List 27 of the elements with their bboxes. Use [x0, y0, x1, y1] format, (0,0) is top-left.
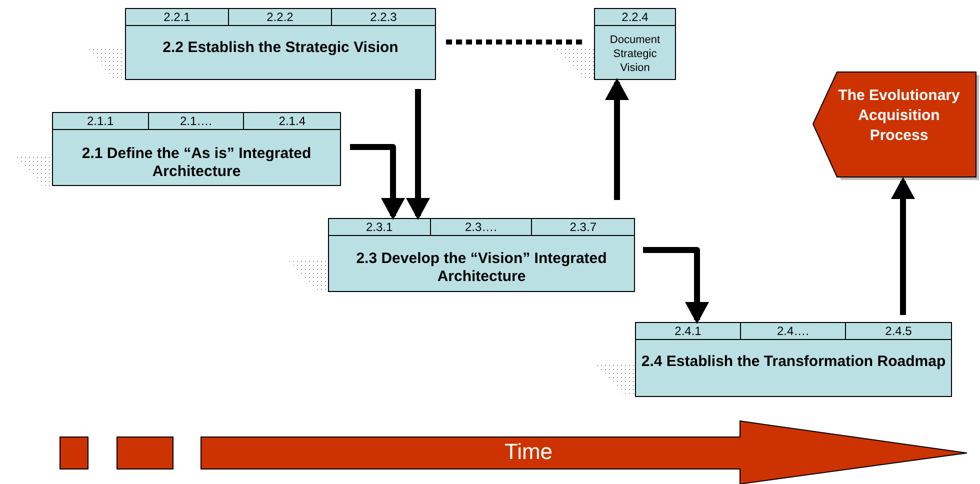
process-title: The Evolutionary Acquisition Process [837, 86, 961, 146]
step-number: 2.3.1 [329, 219, 431, 236]
process-box [328, 218, 635, 292]
arrow [406, 89, 430, 220]
process-box [125, 8, 436, 80]
process-title: 2.4 Establish the Transformation Roadmap [640, 353, 947, 371]
process-title: 2.2 Establish the Strategic Vision [162, 39, 400, 57]
step-number: 2.2.1 [126, 9, 229, 26]
step-number: 2.3…. [430, 219, 532, 236]
time-arrow [201, 421, 968, 484]
process-title: 2.1 Define the “As is” Integrated Architecture [80, 145, 312, 181]
process-box [635, 322, 952, 397]
axis-label: Time [503, 439, 554, 465]
hexagon-shape [813, 72, 980, 179]
process-title: Document Strategic Vision [608, 33, 662, 75]
step-number: 2.1.1 [53, 113, 149, 130]
step-number: 2.4…. [741, 323, 846, 340]
process-title: 2.3 Develop the “Vision” Integrated Architecture [355, 250, 608, 286]
arrow [605, 78, 629, 200]
step-number: 2.4.1 [636, 323, 741, 340]
step-number: 2.2.2 [229, 9, 332, 26]
arrow [350, 144, 405, 220]
arrow [643, 247, 709, 324]
process-box [52, 112, 341, 186]
step-number: 2.1…. [148, 113, 244, 130]
arrow [891, 177, 915, 315]
process-box [594, 8, 676, 80]
